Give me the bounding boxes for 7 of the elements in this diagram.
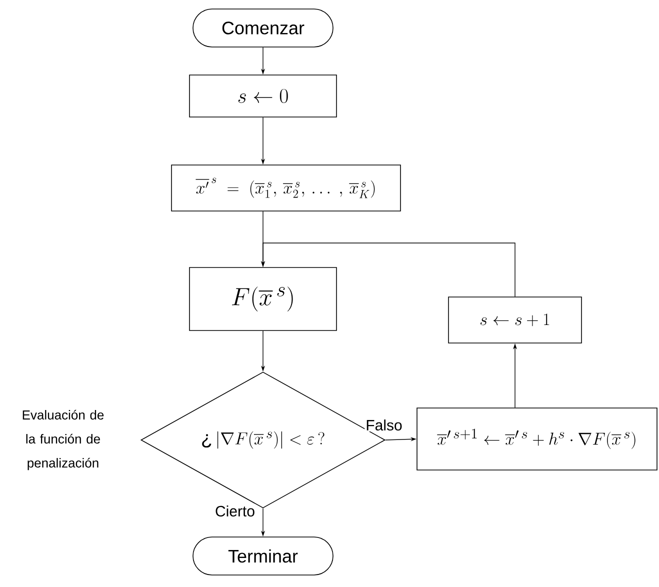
process-box: $\overline{x'}^{\,s} \;=\; \left(\overline{x}_1^{\,s},\, \overline{x}_2^{\,s},\, \ldots\;,\, \overline{x}_K^{\,s}\right)$ — [171, 164, 401, 212]
side-note: Evaluación de la función de penalización — [22, 410, 104, 470]
process-box: $\overline{x}'^{\,s+1} \leftarrow \overline{x}'^{\,s} + h^{s}\cdot\nabla F(\overline{x}^{\,s})$ — [416, 408, 658, 470]
edge-label: Falso — [364, 418, 404, 432]
process-box: $F(\overline{x}^{\,s})$ — [189, 267, 337, 331]
process-box: $s \leftarrow s+1$ — [448, 296, 582, 344]
process-box: $s \leftarrow 0$ — [189, 74, 337, 118]
